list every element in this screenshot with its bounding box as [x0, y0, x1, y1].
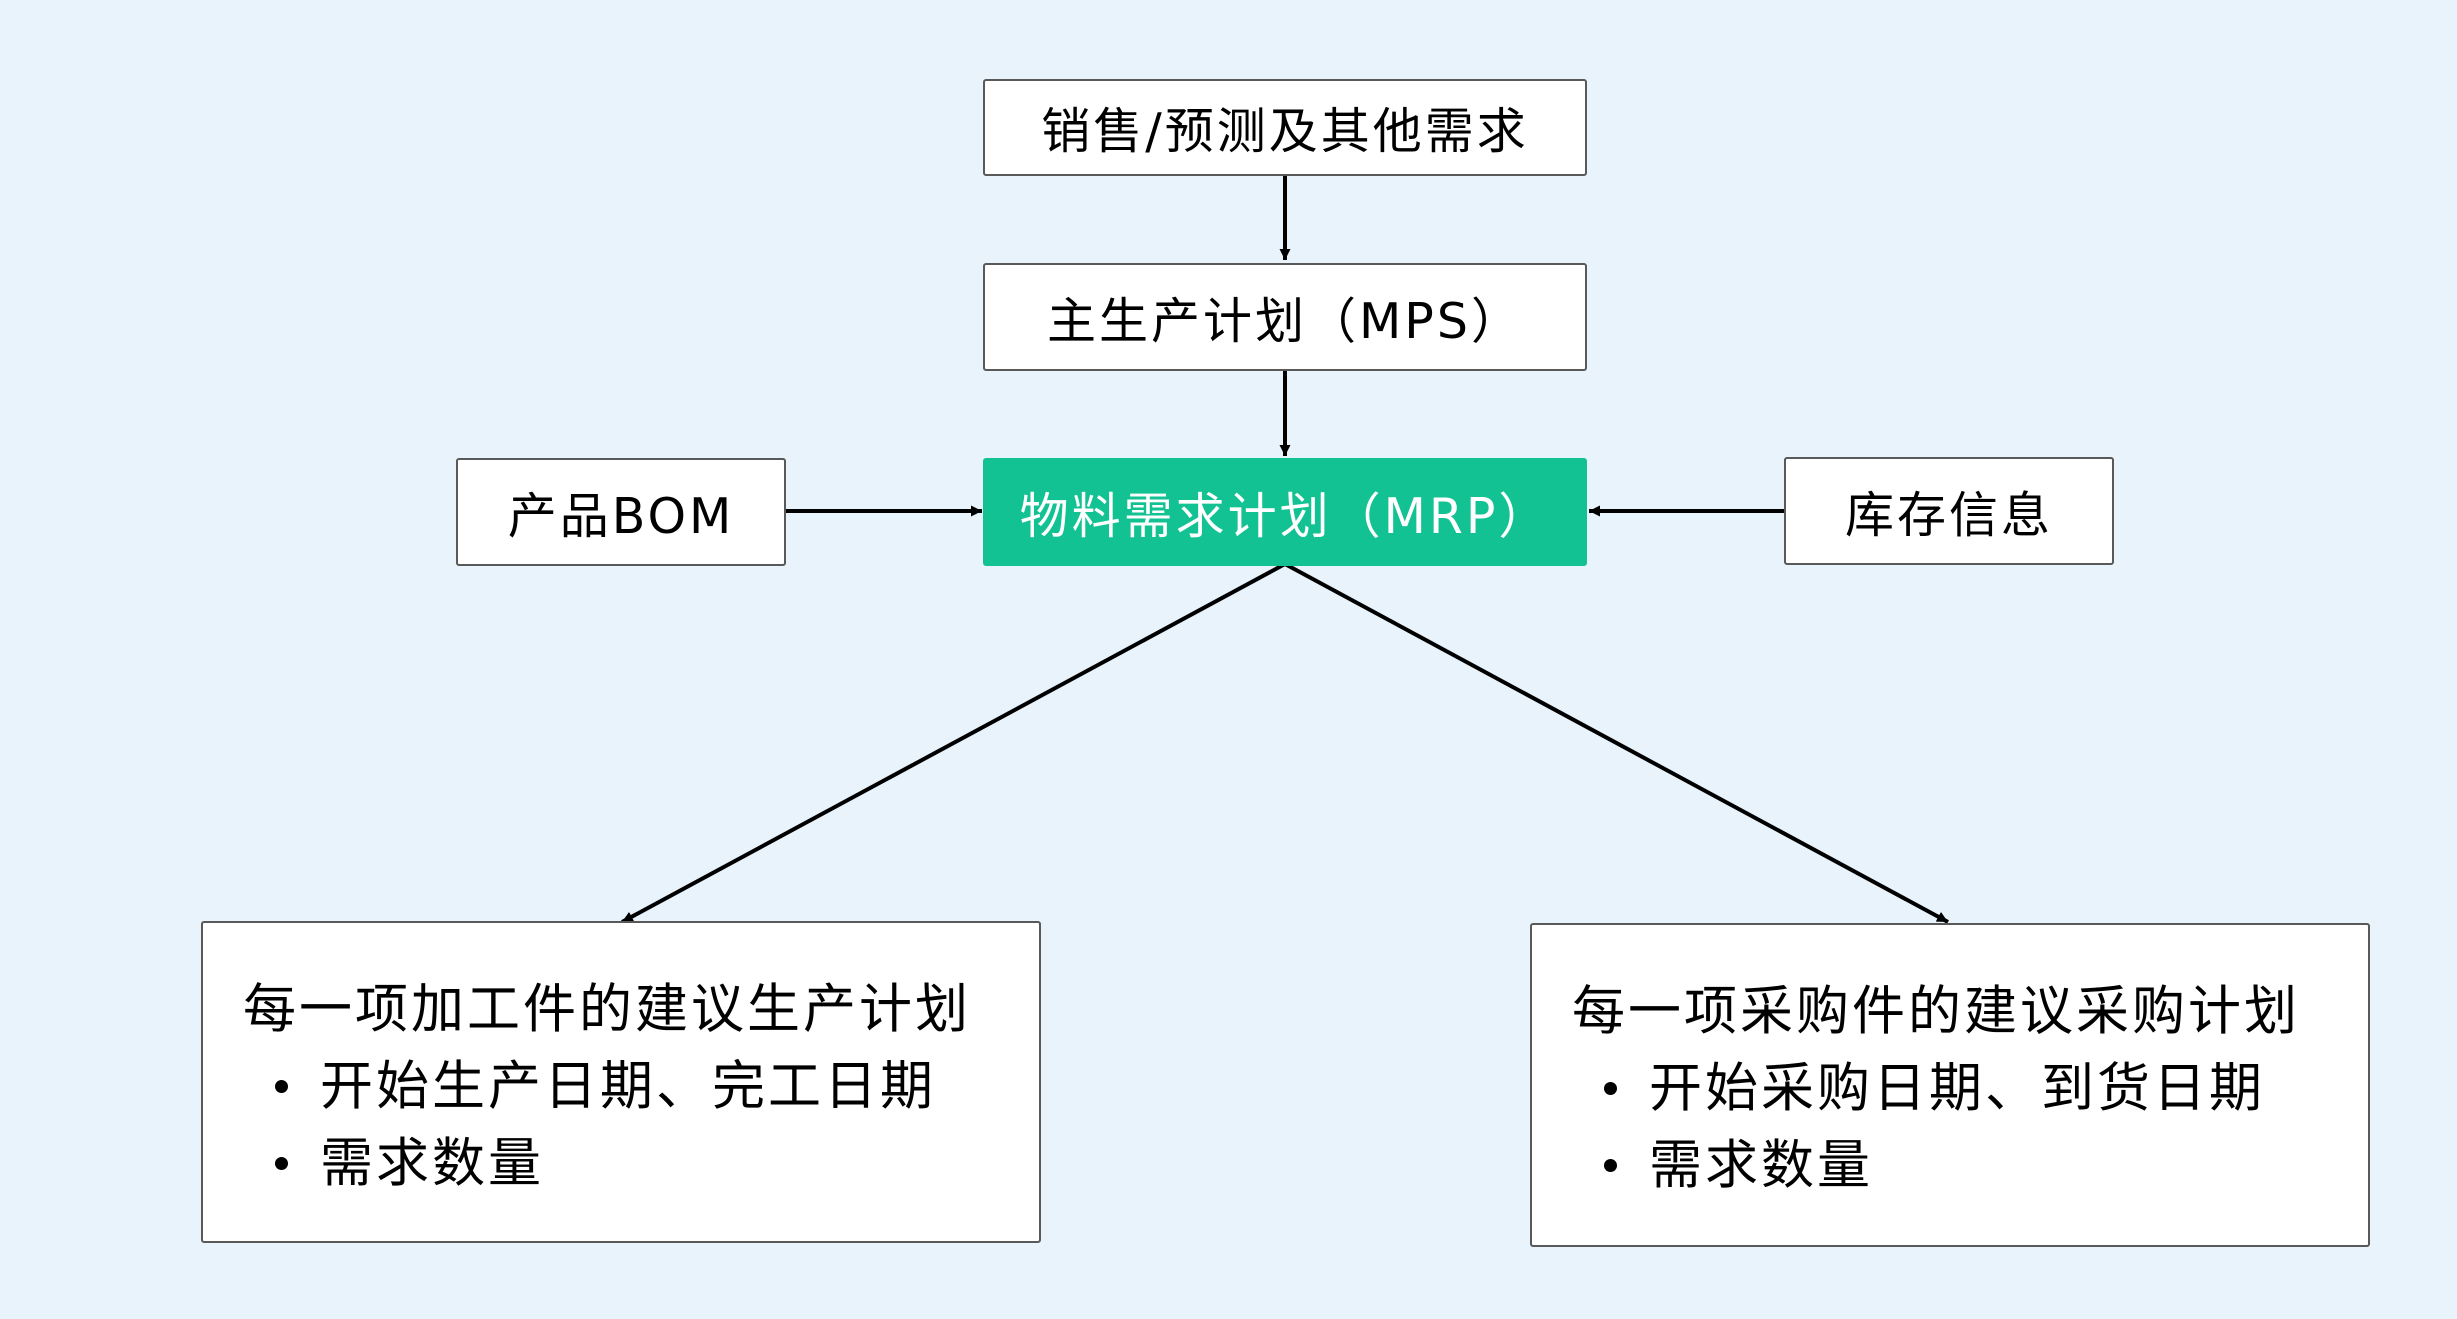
purchase-plan-bullet-dates: 开始采购日期、到货日期	[1649, 1058, 2265, 1119]
arrow-mrp-to-production	[621, 562, 1286, 924]
mps-label: 主生产计划（MPS）	[1047, 292, 1523, 350]
production-plan-node: 每一项加工件的建议生产计划 开始生产日期、完工日期 需求数量	[201, 921, 1041, 1243]
mrp-node: 物料需求计划（MRP）	[983, 458, 1587, 566]
mps-node: 主生产计划（MPS）	[983, 263, 1587, 371]
sales-forecast-label: 销售/预测及其他需求	[1041, 103, 1529, 160]
purchase-plan-node: 每一项采购件的建议采购计划 开始采购日期、到货日期 需求数量	[1530, 923, 2370, 1247]
inventory-label: 库存信息	[1844, 486, 2053, 544]
arrow-mrp-to-purchase	[1284, 562, 1949, 924]
product-bom-node: 产品BOM	[456, 458, 786, 566]
purchase-plan-bullet-quantity: 需求数量	[1649, 1135, 1873, 1196]
bullet-icon	[275, 1157, 288, 1170]
list-item: 开始采购日期、到货日期	[1604, 1050, 2368, 1127]
production-plan-bullet-dates: 开始生产日期、完工日期	[320, 1056, 936, 1117]
sales-forecast-node: 销售/预测及其他需求	[983, 79, 1587, 176]
list-item: 需求数量	[1604, 1127, 2368, 1204]
product-bom-label: 产品BOM	[507, 487, 735, 545]
production-plan-bullet-quantity: 需求数量	[320, 1133, 544, 1194]
list-item: 开始生产日期、完工日期	[275, 1048, 1039, 1125]
purchase-plan-title: 每一项采购件的建议采购计划	[1572, 981, 2300, 1042]
inventory-node: 库存信息	[1784, 457, 2114, 565]
bullet-icon	[275, 1080, 288, 1093]
mrp-label: 物料需求计划（MRP）	[1019, 487, 1551, 545]
purchase-plan-bullets: 开始采购日期、到货日期 需求数量	[1572, 1050, 2368, 1204]
bullet-icon	[1604, 1159, 1617, 1172]
bullet-icon	[1604, 1082, 1617, 1095]
production-plan-title: 每一项加工件的建议生产计划	[243, 979, 971, 1040]
list-item: 需求数量	[275, 1125, 1039, 1202]
production-plan-bullets: 开始生产日期、完工日期 需求数量	[243, 1048, 1039, 1202]
